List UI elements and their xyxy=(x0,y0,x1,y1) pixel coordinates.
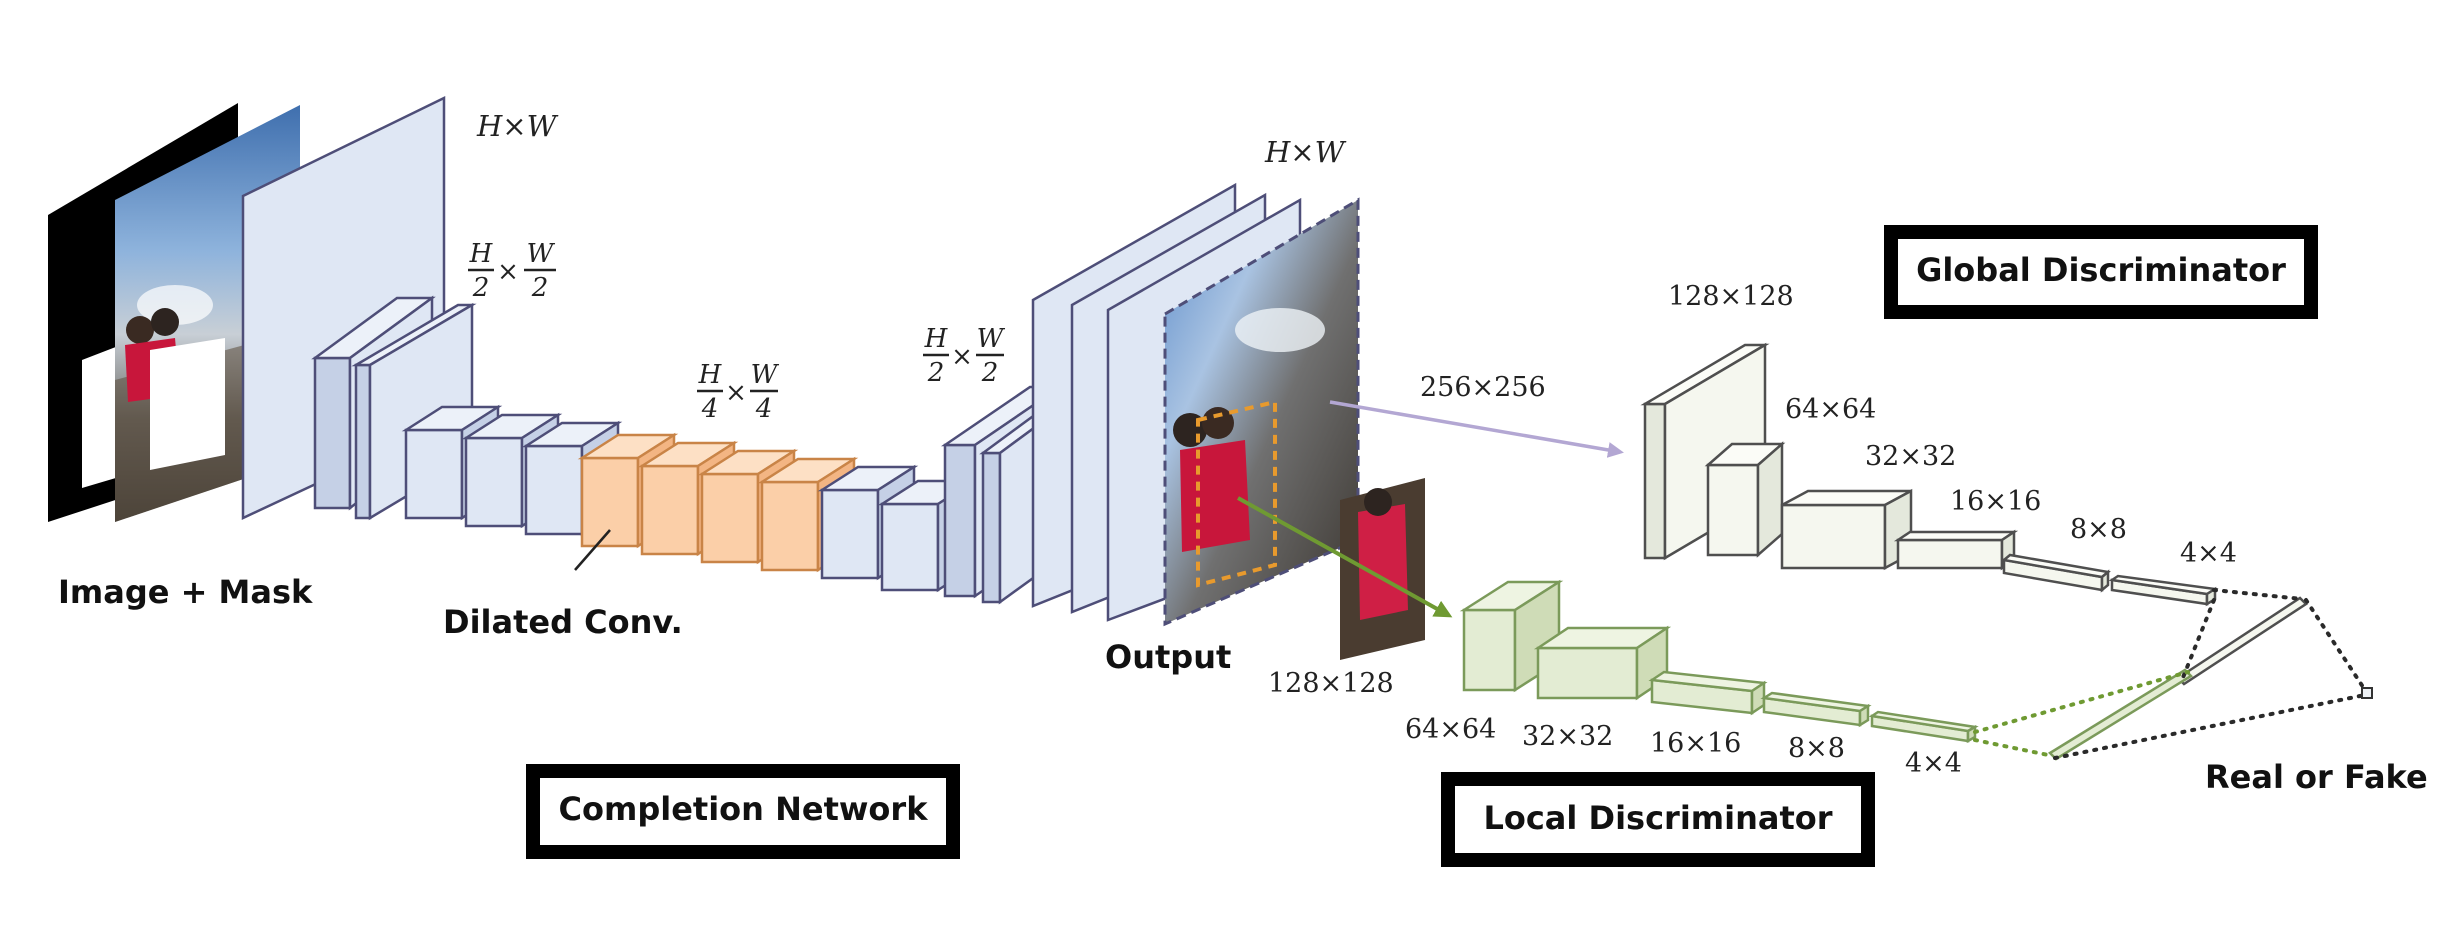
svg-text:4: 4 xyxy=(755,394,773,424)
local-input-arrow xyxy=(1237,496,1453,618)
global-fc-layer xyxy=(2176,596,2308,686)
svg-text:×: × xyxy=(951,342,973,372)
svg-text:2: 2 xyxy=(472,273,490,303)
global-dim-3: 32×32 xyxy=(1865,441,1956,472)
local-discriminator-title: Local Discriminator xyxy=(1483,799,1832,837)
dilated-label: Dilated Conv. xyxy=(443,603,683,641)
svg-text:W: W xyxy=(751,360,780,390)
global-input-arrow xyxy=(1329,400,1624,458)
svg-text:H: H xyxy=(469,239,494,269)
crop-size-label: 128×128 xyxy=(1268,668,1394,699)
svg-text:H: H xyxy=(698,360,723,390)
local-layer-3 xyxy=(1648,670,1768,716)
svg-text:2: 2 xyxy=(927,358,945,388)
dim-hw-top: H×W xyxy=(476,109,559,143)
local-dim-5: 4×4 xyxy=(1905,748,1962,779)
svg-text:×: × xyxy=(497,257,519,287)
local-fc-layer xyxy=(2047,668,2194,761)
real-or-fake-label: Real or Fake xyxy=(2205,758,2428,796)
input-label: Image + Mask xyxy=(58,573,313,611)
svg-text:2: 2 xyxy=(981,358,999,388)
dim-quarter: H 4 × W 4 xyxy=(697,360,780,424)
svg-text:4: 4 xyxy=(701,394,719,424)
output-node xyxy=(2361,687,2373,699)
cropped-photo xyxy=(1340,478,1425,660)
local-dim-2: 32×32 xyxy=(1522,721,1613,752)
local-discriminator-title-box: Local Discriminator xyxy=(1441,772,1875,867)
global-layer-5 xyxy=(2001,553,2111,593)
dim-half-left: H 2 × W 2 xyxy=(468,239,556,303)
local-layer-5 xyxy=(1868,710,1979,744)
global-discriminator-title: Global Discriminator xyxy=(1916,251,2286,289)
local-dim-4: 8×8 xyxy=(1788,733,1845,764)
output-label: Output xyxy=(1105,638,1231,676)
local-layer-2 xyxy=(1533,625,1672,701)
global-layer-2 xyxy=(1704,441,1786,558)
svg-text:W: W xyxy=(527,239,556,269)
dim-half-right: H 2 × W 2 xyxy=(923,324,1006,388)
dim-hw-output: H×W xyxy=(1264,135,1347,169)
completion-network-title-box: Completion Network xyxy=(526,764,960,859)
global-layer-4 xyxy=(1893,529,2019,571)
global-input-size-label: 256×256 xyxy=(1420,372,1546,403)
svg-text:W: W xyxy=(977,324,1006,354)
svg-text:2: 2 xyxy=(531,273,549,303)
global-discriminator-title-box: Global Discriminator xyxy=(1884,225,2318,319)
local-dim-1: 64×64 xyxy=(1405,714,1496,745)
local-layer-4 xyxy=(1760,691,1872,728)
global-dim-1: 128×128 xyxy=(1668,281,1794,312)
global-dim-5: 8×8 xyxy=(2070,514,2127,545)
global-dim-2: 64×64 xyxy=(1785,394,1876,425)
local-dim-3: 16×16 xyxy=(1650,728,1741,759)
completion-network-title: Completion Network xyxy=(559,790,929,828)
svg-text:×: × xyxy=(725,378,747,408)
dotted-connections xyxy=(1973,588,2367,760)
svg-text:H: H xyxy=(924,324,949,354)
global-dim-6: 4×4 xyxy=(2180,538,2237,569)
dilated-pointer xyxy=(574,529,611,571)
global-dim-4: 16×16 xyxy=(1950,486,2041,517)
global-layer-6 xyxy=(2108,574,2219,607)
global-layer-3 xyxy=(1780,488,1913,571)
